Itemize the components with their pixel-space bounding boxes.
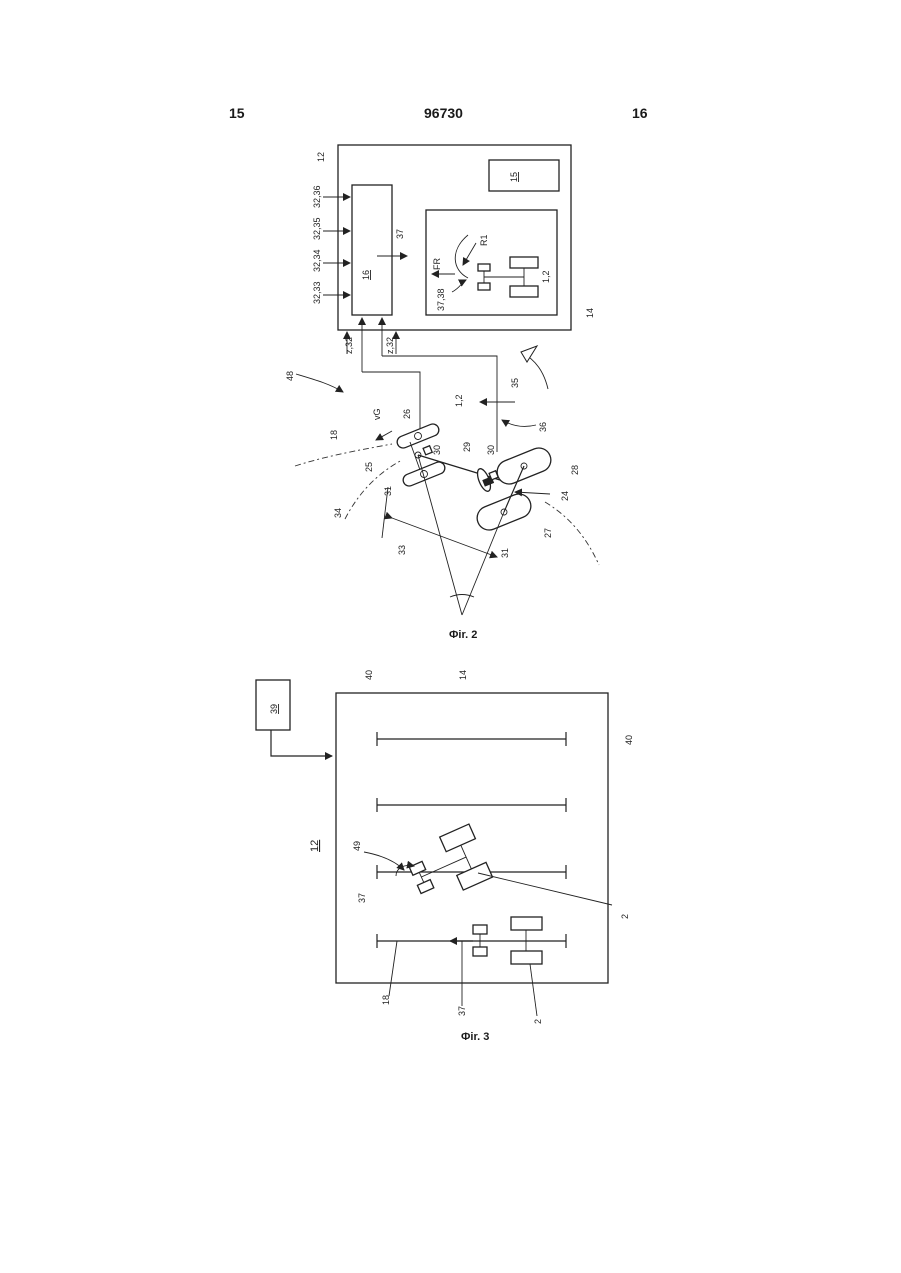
label-30-lower: 30: [486, 445, 496, 455]
label-28: 28: [570, 465, 580, 475]
label-32-34: 32,34: [312, 249, 322, 272]
label-1-2: 1,2: [454, 394, 464, 407]
label-18-fig3: 18: [381, 995, 391, 1005]
label-31-lower: 31: [500, 548, 510, 558]
label-32-36: 32,36: [312, 185, 322, 208]
block-15: [489, 160, 559, 191]
label-35: 35: [510, 378, 520, 388]
label-29: 29: [462, 442, 472, 452]
label-26: 26: [402, 409, 412, 419]
label-12: 12: [316, 152, 326, 162]
label-40-top: 40: [364, 670, 374, 680]
label-37-38: 37,38: [436, 288, 446, 311]
label-34: 34: [333, 508, 343, 518]
label-1-2-display: 1,2: [541, 270, 551, 283]
label-12-fig3: 12: [309, 840, 321, 852]
label-r1: R1: [479, 234, 489, 246]
label-25: 25: [364, 462, 374, 472]
processor-block-16: [352, 185, 392, 315]
label-36: 36: [538, 422, 548, 432]
label-2-bottom: 2: [533, 1019, 543, 1024]
label-30-upper: 30: [432, 445, 442, 455]
figure-3-caption: Фir. 3: [461, 1031, 489, 1043]
label-32-33: 32,33: [312, 281, 322, 304]
label-48: 48: [285, 371, 295, 381]
label-37: 37: [395, 229, 405, 239]
label-27: 27: [543, 528, 553, 538]
label-2-right: 2: [620, 914, 630, 919]
label-24: 24: [560, 491, 570, 501]
label-32-35: 32,35: [312, 217, 322, 240]
label-16: 16: [361, 270, 371, 280]
label-39: 39: [269, 704, 279, 714]
label-z32-a: z,32: [344, 337, 354, 354]
figure-2: [295, 145, 599, 615]
label-31-upper: 31: [383, 486, 393, 496]
label-37-upper: 37: [357, 893, 367, 903]
label-14-fig3: 14: [458, 670, 468, 680]
label-14: 14: [585, 308, 595, 318]
label-15: 15: [509, 172, 519, 182]
label-vg: vG: [372, 408, 382, 420]
label-33: 33: [397, 545, 407, 555]
label-18: 18: [329, 430, 339, 440]
label-49: 49: [352, 841, 362, 851]
label-40-right: 40: [624, 735, 634, 745]
figure-2-caption: Фir. 2: [449, 629, 477, 641]
label-z32-b: z,32: [385, 337, 395, 354]
label-37-lower: 37: [457, 1006, 467, 1016]
label-fr: FR: [432, 258, 442, 270]
